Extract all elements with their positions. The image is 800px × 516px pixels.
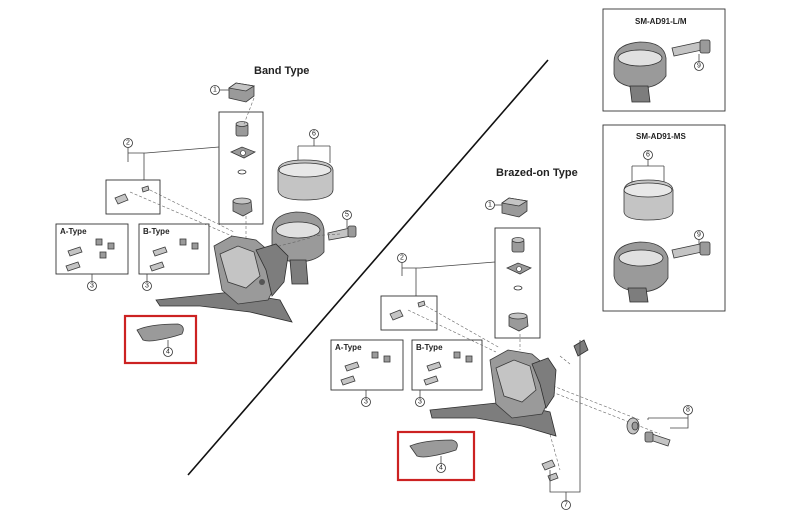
brazed-callout-7-label: 7 bbox=[564, 502, 568, 509]
band-clamp-bolt bbox=[327, 225, 357, 241]
brazed-support-bolts bbox=[541, 459, 559, 482]
band-bolt-parts bbox=[230, 121, 256, 217]
brazed-cable-cover bbox=[500, 197, 529, 218]
band-callout-1 bbox=[210, 85, 220, 95]
brazed-bolt-washer bbox=[626, 417, 671, 447]
inset-lm-title: SM-AD91-L/M bbox=[635, 17, 687, 26]
brazed-callout-2-label: 2 bbox=[400, 255, 404, 262]
band-callout-5-label: 5 bbox=[345, 212, 349, 219]
band-highlight-box bbox=[123, 314, 198, 365]
band-clamp bbox=[271, 211, 325, 285]
band-derailleur-body bbox=[155, 235, 293, 323]
band-type-section: Band Type 1 2 6 bbox=[55, 65, 357, 365]
brazed-screw-box bbox=[380, 295, 438, 331]
brazed-b-type-box bbox=[411, 339, 483, 391]
band-b-type-box bbox=[138, 223, 210, 275]
brazed-callout-4-label: 4 bbox=[439, 465, 443, 472]
band-cable-cover bbox=[227, 82, 256, 103]
inset-lm-callout-9-label: 9 bbox=[697, 63, 701, 70]
brazed-type-title: Brazed-on Type bbox=[496, 167, 578, 179]
band-callout-1-label: 1 bbox=[213, 87, 217, 94]
band-shim bbox=[277, 159, 334, 201]
band-a-type-parts bbox=[65, 238, 115, 272]
brazed-highlight-box bbox=[396, 430, 476, 482]
band-pulling-cover bbox=[136, 323, 184, 342]
brazed-a-type-label: A-Type bbox=[335, 343, 362, 352]
inset-ms-shim bbox=[623, 179, 674, 221]
brazed-callout-3a-label: 3 bbox=[364, 399, 368, 406]
inset-ms-box bbox=[602, 124, 726, 312]
inset-lm-clamp bbox=[613, 39, 711, 103]
brazed-b-type-parts bbox=[423, 351, 473, 386]
brazed-type-section: Brazed-on Type 1 2 A-Type bbox=[330, 167, 693, 510]
brazed-a-type-parts bbox=[340, 351, 391, 386]
band-callout-3b-label: 3 bbox=[145, 283, 149, 290]
inset-ms-clamp bbox=[613, 241, 711, 303]
inset-sm-ad91-lm: SM-AD91-L/M 9 bbox=[602, 8, 726, 112]
band-callout-6-label: 6 bbox=[312, 131, 316, 138]
band-callout-3a-label: 3 bbox=[90, 283, 94, 290]
brazed-adjust-screws bbox=[389, 300, 426, 321]
brazed-callout-1-label: 1 bbox=[488, 202, 492, 209]
brazed-a-type-box bbox=[330, 339, 404, 391]
inset-sm-ad91-ms: SM-AD91-MS 6 9 bbox=[602, 124, 726, 312]
brazed-bolt-box bbox=[494, 227, 541, 339]
inset-lm-box bbox=[602, 8, 726, 112]
brazed-callout-3b-label: 3 bbox=[418, 399, 422, 406]
brazed-callout-8-label: 8 bbox=[686, 407, 690, 414]
band-type-title: Band Type bbox=[254, 65, 309, 77]
divider-line bbox=[187, 59, 549, 476]
band-b-type-parts bbox=[149, 238, 199, 272]
brazed-mount-plate bbox=[573, 339, 589, 357]
inset-ms-callout-6-label: 6 bbox=[646, 152, 650, 159]
brazed-pulling-cover bbox=[409, 439, 458, 458]
band-bolt-box bbox=[218, 111, 264, 225]
band-b-type-label: B-Type bbox=[143, 227, 170, 236]
band-a-type-label: A-Type bbox=[60, 227, 87, 236]
brazed-bolt-parts bbox=[506, 237, 532, 332]
brazed-derailleur-body bbox=[429, 349, 557, 437]
band-callout-4-label: 4 bbox=[166, 349, 170, 356]
band-adjust-screws bbox=[114, 185, 150, 205]
brazed-b-type-label: B-Type bbox=[416, 343, 443, 352]
band-screw-box bbox=[105, 179, 161, 215]
inset-ms-title: SM-AD91-MS bbox=[636, 132, 686, 141]
band-callout-2-label: 2 bbox=[126, 140, 130, 147]
inset-ms-callout-9-label: 9 bbox=[697, 232, 701, 239]
